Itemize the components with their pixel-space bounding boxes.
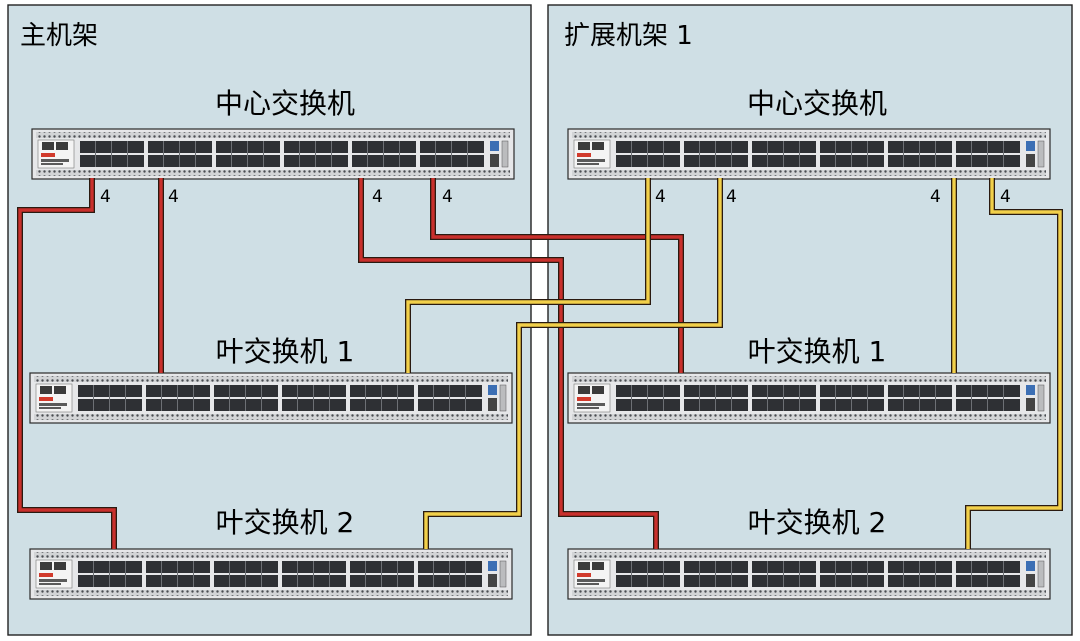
cable-count-label: 4 [1000, 187, 1011, 207]
expansion-spine-switch-label: 中心交换机 [747, 87, 887, 120]
main-leaf1-switch-label: 叶交换机 1 [216, 335, 355, 368]
cable-count-label: 4 [930, 187, 941, 207]
cable-count-label: 4 [372, 187, 383, 207]
cable-expansion-spine-to-main-leaf1 [405, 178, 651, 373]
cable-count-label: 4 [442, 187, 453, 207]
cable-count-label: 4 [168, 187, 179, 207]
main-spine-switch-label: 中心交换机 [215, 87, 355, 120]
cable-main-spine-to-main-leaf2 [17, 178, 117, 549]
expansion-leaf2-switch-label: 叶交换机 2 [748, 506, 887, 539]
expansion-leaf2-switch [567, 548, 1051, 600]
cable-count-label: 4 [100, 187, 111, 207]
expansion-leaf1-switch-label: 叶交换机 1 [748, 335, 887, 368]
expansion-spine-switch [567, 128, 1051, 180]
main-leaf2-switch [29, 548, 513, 600]
cable-count-label: 4 [655, 187, 666, 207]
main-leaf2-switch-label: 叶交换机 2 [216, 506, 355, 539]
main-rack-enclosure [7, 4, 532, 636]
expansion-rack-title: 扩展机架 1 [564, 21, 693, 51]
expansion-leaf1-switch [567, 372, 1051, 424]
cable-expansion-spine-to-main-leaf2 [423, 178, 723, 549]
main-leaf1-switch [29, 372, 513, 424]
main-spine-switch [31, 128, 515, 180]
main-rack-title: 主机架 [20, 21, 98, 51]
cable-expansion-spine-to-expansion-leaf2 [965, 178, 1063, 549]
cable-count-label: 4 [726, 187, 737, 207]
cable-main-spine-to-expansion-leaf2 [358, 178, 659, 549]
expansion-rack-enclosure [547, 4, 1073, 636]
cable-main-spine-to-expansion-leaf1 [430, 178, 684, 373]
